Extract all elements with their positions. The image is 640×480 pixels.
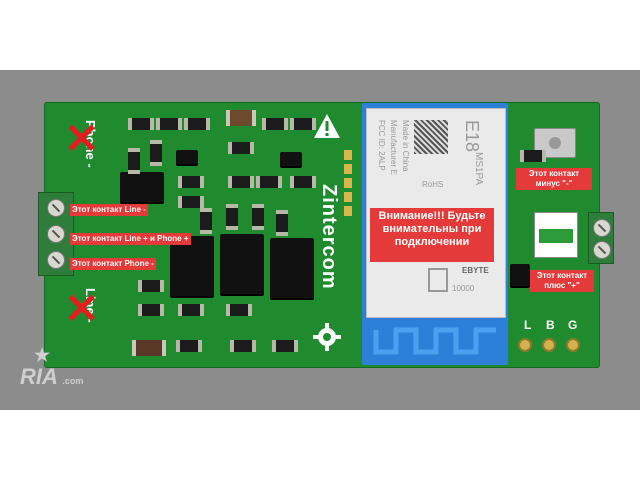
resistor [230,340,256,352]
pin-label-b: B [546,318,555,332]
capacitor-brown [132,340,166,356]
resistor [178,176,204,188]
module-code: 10000 [452,284,475,293]
ria-watermark: ★ RIA .com [20,346,83,390]
resistor [138,280,164,292]
resistor [226,304,252,316]
pad [344,164,352,174]
screw-plus-icon [593,219,611,237]
brand-label: Zintercom [318,184,340,290]
pad [344,150,352,160]
pad [344,192,352,202]
module-model-sub: MS1PA [473,152,484,186]
gear-icon [312,322,342,357]
label-phone-minus: Этот контакт Phone - [70,258,156,270]
warning-icon [312,112,342,145]
resistor [256,176,282,188]
resistor [176,340,202,352]
resistor [200,208,212,234]
cross-line-icon: ✕ [64,285,100,332]
screw-3-icon [47,251,65,269]
resistor [252,204,264,230]
resistor [128,148,140,174]
label-minus-contact: Этот контакт минус "-" [516,168,592,190]
module-fcc: FCC ID: 2ALP [377,120,386,171]
resistor [276,210,288,236]
resistor [178,196,204,208]
screw-2-icon [47,225,65,243]
module-manufacturer: Manufacturer E [389,120,398,175]
resistor [178,304,204,316]
resistor [156,118,182,130]
label-line-plus-phone-plus: Этот контакт Line + и Phone + [70,233,191,245]
optocoupler-1 [170,236,214,296]
qr-code-icon [414,120,448,154]
transistor-1 [176,150,198,164]
star-icon: ★ [34,345,51,365]
resistor [150,140,162,166]
power-connector [534,212,578,258]
relay-chip-small [120,172,164,202]
optocoupler-3 [270,238,314,298]
pin-g [566,338,580,352]
module-rohs: RoHS [422,180,444,189]
label-line-minus: Этот контакт Line - [70,204,148,216]
optocoupler-2 [220,234,264,294]
resistor [228,142,254,154]
watermark-text: RIA [20,364,58,389]
resistor [228,176,254,188]
resistor [272,340,298,352]
resistor [184,118,210,130]
module-brand: EBYTE [462,266,489,275]
resistor [138,304,164,316]
resistor [290,118,316,130]
module-model: E18 [462,120,482,153]
pad [344,178,352,188]
resistor [128,118,154,130]
label-plus-contact: Этот контакт плюс "+" [530,270,594,292]
pin-l [518,338,532,352]
left-screw-terminal [38,192,74,276]
resistor [262,118,288,130]
resistor [520,150,546,162]
module-made: Made in China [401,120,410,172]
pad [344,206,352,216]
pin-b [542,338,556,352]
right-screw-terminal [588,212,614,264]
watermark-sub: .com [62,376,84,386]
capacitor-brown [226,110,256,126]
warning-banner: Внимание!!! Будьте внимательны при подкл… [370,208,494,262]
pin-label-g: G [568,318,578,332]
pin-label-l: L [524,318,532,332]
transistor-2 [280,152,302,166]
recycle-bin-icon [428,268,448,292]
screw-1-icon [47,199,65,217]
screw-minus-icon [593,241,611,259]
antenna-trace [372,322,502,365]
cross-phone-icon: ✕ [64,115,100,162]
resistor [290,176,316,188]
resistor [226,204,238,230]
diode [510,264,530,286]
